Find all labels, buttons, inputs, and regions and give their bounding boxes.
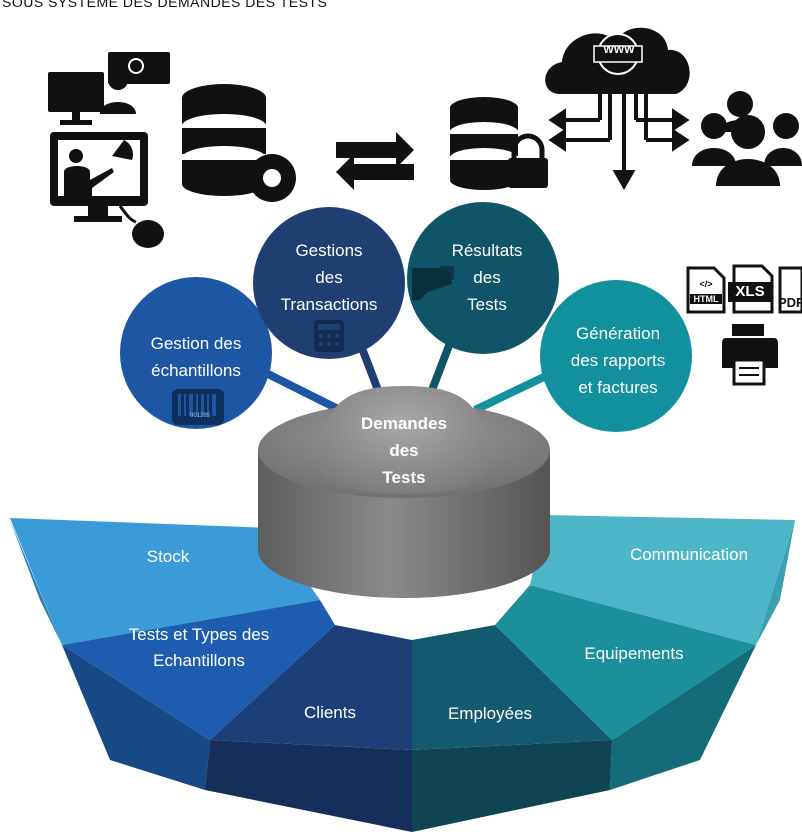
presentation-monitor-icon (50, 132, 164, 248)
center-label: Demandes des Tests (344, 410, 464, 491)
bubble-line: Gestion des (150, 334, 242, 353)
segment-tests-types (62, 600, 335, 740)
bubble-line: échantillons (151, 361, 241, 380)
www-label: WWW (603, 44, 635, 56)
database-gear-icon (182, 84, 296, 202)
bubble-gestions-transactions (253, 207, 405, 359)
bubble-gestions-transactions-label: Gestions des Transactions (262, 237, 396, 318)
bubble-line: des (473, 268, 501, 287)
center-line: Tests (382, 468, 426, 487)
segment-stock-label: Stock (146, 547, 190, 566)
bubble-generation-rapports-label: Génération des rapports et factures (552, 320, 684, 401)
bubble-line: Tests (467, 295, 507, 314)
central-cylinder (258, 386, 550, 598)
bubble-gestion-echantillons (120, 277, 272, 429)
sync-arrows-icon (336, 132, 414, 190)
distribution-arrows-icon (548, 94, 690, 191)
bubble-line: des rapports (570, 351, 666, 370)
facet-shadow (610, 645, 756, 790)
segment-employees-label: Employées (447, 704, 533, 723)
facet-shadow (205, 740, 412, 832)
facet-shadow (10, 520, 62, 645)
users-group-icon (692, 91, 802, 186)
page-title: SOUS SYSTEME DES DEMANDES DES TESTS (2, 0, 328, 10)
barcode-icon (172, 389, 224, 425)
segment-line: Tests et Types des (128, 625, 270, 644)
segment-communication (530, 515, 795, 645)
bubble-line: Transactions (280, 295, 378, 314)
printer-icon (722, 324, 778, 386)
office-workers-icon (48, 52, 170, 125)
bubble-line: Résultats (451, 241, 523, 260)
bubble-line: Gestions (295, 241, 363, 260)
segment-clients-label: Clients (304, 703, 356, 722)
segment-communication-label: Communication (629, 545, 749, 564)
barcode-number: 001295 (189, 413, 211, 419)
file-html-icon (686, 266, 726, 314)
database-lock-icon (450, 97, 548, 190)
segment-clients (210, 625, 412, 750)
file-pdf-label: PDF (778, 295, 802, 310)
facet-shadow (62, 645, 210, 790)
file-code-glyph: </> (699, 279, 713, 289)
center-line: Demandes (361, 414, 447, 433)
file-xls-icon (728, 264, 774, 314)
file-xls-label: XLS (735, 283, 765, 300)
bubble-line: des (315, 268, 343, 287)
cloud-www-icon (545, 27, 690, 94)
bubble-line: et factures (578, 378, 658, 397)
segment-equipements-label: Equipements (584, 644, 684, 663)
bubble-resultats-tests (407, 202, 559, 354)
segment-employees (412, 625, 612, 750)
file-pdf-icon (778, 266, 802, 314)
center-line: des (389, 441, 419, 460)
segment-stock (10, 518, 320, 645)
bubble-resultats-tests-label: Résultats des Tests (420, 237, 554, 318)
segment-line: Echantillons (153, 651, 245, 670)
bubble-line: Génération (575, 324, 661, 343)
base-pyramid (10, 515, 795, 832)
barcode-scanner-icon (412, 266, 454, 300)
calculator-icon (314, 320, 344, 352)
file-html-label: HTML (693, 294, 719, 304)
facet-shadow (412, 740, 612, 832)
bubble-gestion-echantillons-label: Gestion des échantillons (130, 330, 262, 384)
segment-tests-types-label: Tests et Types des Echantillons (104, 622, 294, 674)
bubble-generation-rapports (540, 280, 692, 432)
segment-equipements (495, 585, 756, 740)
